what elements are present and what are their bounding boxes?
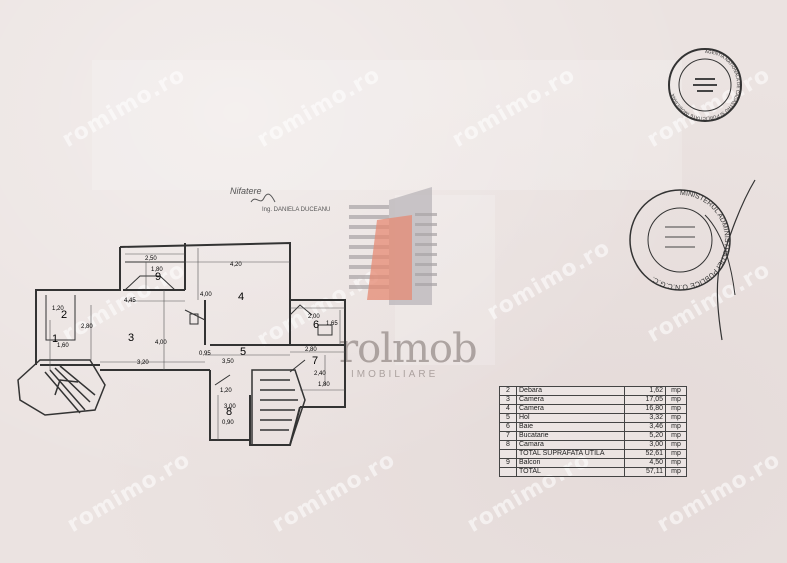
dimension-label: 3,50 bbox=[222, 359, 234, 365]
cadastre-stamp: AGENTIA NATIONALA DE CADASTRU SI PUBLICI… bbox=[668, 48, 742, 122]
table-row: TOTAL 57,11 mp bbox=[499, 467, 687, 477]
dimension-label: 1,80 bbox=[318, 382, 330, 388]
room-name: Bucatarie bbox=[516, 431, 625, 441]
room-area: 57,11 bbox=[624, 467, 666, 477]
room-name: Balcon bbox=[516, 458, 625, 468]
room-area: 17,05 bbox=[624, 395, 666, 405]
row-number bbox=[499, 467, 517, 477]
dimension-label: 3,20 bbox=[137, 360, 149, 366]
room-name: Camera bbox=[516, 395, 625, 405]
dimension-label: 4,00 bbox=[200, 292, 212, 298]
room-area: 4,50 bbox=[624, 458, 666, 468]
dimension-label: 2,80 bbox=[81, 324, 93, 330]
table-row: 4 Camera 16,80 mp bbox=[499, 404, 687, 414]
room-label: 6 bbox=[313, 319, 319, 331]
room-label: 1 bbox=[52, 333, 58, 345]
dimension-label: 2,50 bbox=[145, 256, 157, 262]
area-unit: mp bbox=[665, 440, 687, 450]
brand-logo-graphic bbox=[337, 185, 447, 330]
dimension-label: 2,40 bbox=[314, 371, 326, 377]
row-number: 8 bbox=[499, 440, 517, 450]
signature-scribble bbox=[704, 179, 756, 341]
table-row: 5 Hol 3,32 mp bbox=[499, 413, 687, 423]
dimension-label: 4,00 bbox=[155, 340, 167, 346]
room-area: 3,46 bbox=[624, 422, 666, 432]
room-label: 3 bbox=[128, 332, 134, 344]
room-name: Debara bbox=[516, 386, 625, 396]
dimension-label: 1,80 bbox=[151, 267, 163, 273]
row-number: 2 bbox=[499, 386, 517, 396]
brand-name: rolmob bbox=[339, 326, 478, 372]
table-row: 7 Bucatarie 5,20 mp bbox=[499, 431, 687, 441]
room-label: 2 bbox=[61, 309, 67, 321]
room-area: 52,61 bbox=[624, 449, 666, 459]
area-unit: mp bbox=[665, 458, 687, 468]
dimension-label: 1,20 bbox=[220, 388, 232, 394]
scan-band bbox=[92, 60, 682, 190]
row-number: 6 bbox=[499, 422, 517, 432]
signature-name: Ing. DANIELA DUCEANU bbox=[262, 207, 331, 213]
room-area: 5,20 bbox=[624, 431, 666, 441]
area-unit: mp bbox=[665, 413, 687, 423]
room-area: 3,32 bbox=[624, 413, 666, 423]
dimension-label: 1,60 bbox=[57, 343, 69, 349]
room-area: 16,80 bbox=[624, 404, 666, 414]
room-label: 7 bbox=[312, 355, 318, 367]
table-row: 3 Camera 17,05 mp bbox=[499, 395, 687, 405]
room-label: 8 bbox=[226, 406, 232, 418]
row-number: 5 bbox=[499, 413, 517, 423]
area-unit: mp bbox=[665, 404, 687, 414]
table-row: 2 Debara 1,62 mp bbox=[499, 386, 687, 396]
table-row: 8 Camara 3,00 mp bbox=[499, 440, 687, 450]
dimension-label: 4,45 bbox=[124, 298, 136, 304]
room-name: Baie bbox=[516, 422, 625, 432]
room-area: 3,00 bbox=[624, 440, 666, 450]
dimension-label: 2,80 bbox=[305, 347, 317, 353]
row-number: 9 bbox=[499, 458, 517, 468]
row-number bbox=[499, 449, 517, 459]
room-label: 9 bbox=[155, 271, 161, 283]
area-unit: mp bbox=[665, 395, 687, 405]
dimension-label: 3,00 bbox=[224, 404, 236, 410]
dimension-label: 4,20 bbox=[230, 262, 242, 268]
room-name: TOTAL SUPRAFATA UTILA bbox=[516, 449, 625, 459]
dimension-label: 2,00 bbox=[308, 314, 320, 320]
room-name: Hol bbox=[516, 413, 625, 423]
room-label: 4 bbox=[238, 291, 244, 303]
surface-table: 2 Debara 1,62 mp 3 Camera 17,05 mp 4 Cam… bbox=[499, 386, 687, 477]
table-row: 9 Balcon 4,50 mp bbox=[499, 458, 687, 468]
row-number: 3 bbox=[499, 395, 517, 405]
room-name: TOTAL bbox=[516, 467, 625, 477]
area-unit: mp bbox=[665, 467, 687, 477]
table-row: 6 Baie 3,46 mp bbox=[499, 422, 687, 432]
dimension-label: 1,20 bbox=[52, 306, 64, 312]
brand-subtitle: IMOBILIARE bbox=[351, 369, 439, 380]
room-name: Camara bbox=[516, 440, 625, 450]
dimension-label: 0,90 bbox=[222, 420, 234, 426]
signature-scribble bbox=[250, 193, 276, 203]
room-label: 5 bbox=[240, 346, 246, 358]
area-unit: mp bbox=[665, 431, 687, 441]
dimension-label: 1,65 bbox=[326, 321, 338, 327]
ministry-stamp: MINISTERUL ADMINISTRATIEI PUBLICE O.N.C.… bbox=[629, 189, 731, 291]
room-area: 1,62 bbox=[624, 386, 666, 396]
room-name: Camera bbox=[516, 404, 625, 414]
area-unit: mp bbox=[665, 422, 687, 432]
handwritten-note: Nifatere bbox=[230, 186, 262, 196]
area-unit: mp bbox=[665, 386, 687, 396]
table-row: TOTAL SUPRAFATA UTILA 52,61 mp bbox=[499, 449, 687, 459]
row-number: 7 bbox=[499, 431, 517, 441]
dimension-label: 0,95 bbox=[199, 351, 211, 357]
area-unit: mp bbox=[665, 449, 687, 459]
row-number: 4 bbox=[499, 404, 517, 414]
